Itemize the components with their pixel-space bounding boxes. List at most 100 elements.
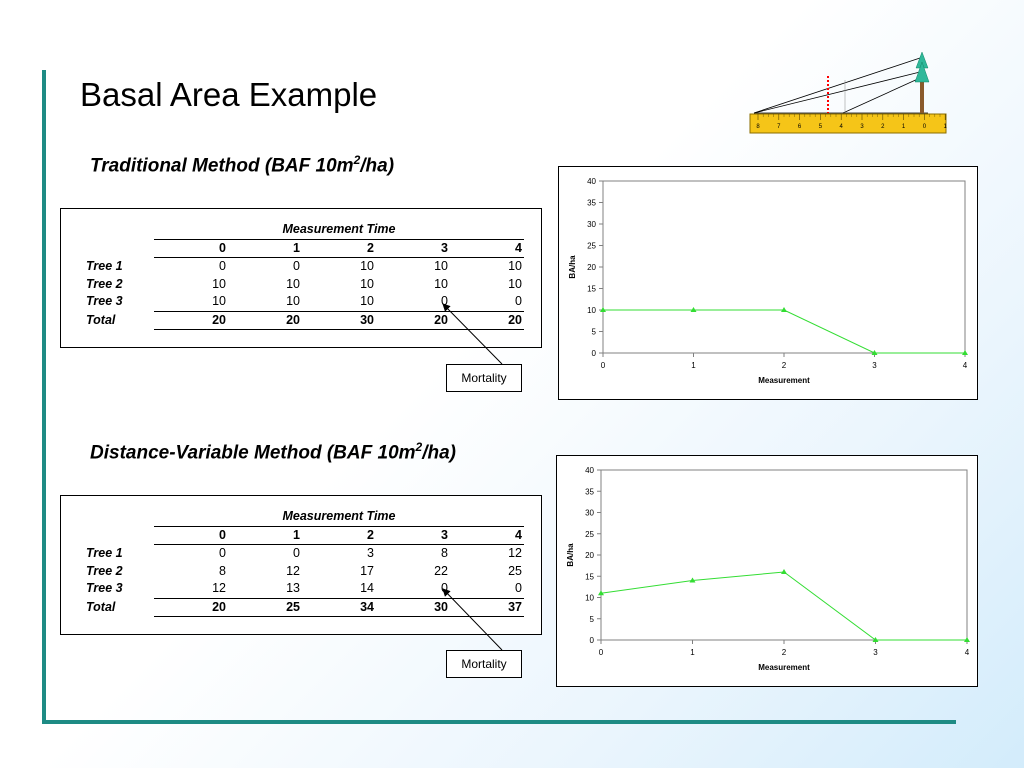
y-tick-label: 0 bbox=[592, 349, 597, 358]
sight-line-3 bbox=[842, 77, 921, 114]
table-total-row: Total 20 20 30 20 20 bbox=[86, 310, 524, 330]
x-tick-label: 1 bbox=[691, 361, 696, 370]
mortality-callout: Mortality bbox=[446, 364, 522, 392]
table-cell: 10 bbox=[434, 276, 448, 291]
table-cell: 0 bbox=[515, 294, 522, 308]
table-row: Tree 1 0 0 10 10 10 bbox=[86, 258, 524, 276]
table-cell: 13 bbox=[286, 581, 300, 595]
sight-line-2 bbox=[753, 71, 921, 114]
y-axis-label: BA/ha bbox=[568, 255, 577, 279]
data-point bbox=[871, 350, 878, 355]
subtitle-text: Traditional Method (BAF 10m bbox=[90, 155, 354, 177]
x-tick-label: 3 bbox=[873, 648, 878, 657]
y-tick-label: 15 bbox=[587, 285, 596, 294]
table-cell: 12 bbox=[212, 581, 226, 595]
ruler-tick-label: 1 bbox=[902, 124, 906, 130]
data-point bbox=[689, 577, 696, 583]
table-row: Tree 1 0 0 3 8 12 bbox=[86, 545, 524, 563]
row-label: Tree 3 bbox=[86, 294, 123, 309]
x-tick-label: 0 bbox=[601, 361, 606, 370]
data-point bbox=[598, 590, 604, 596]
table-columns-row: 0 1 2 3 4 bbox=[86, 239, 524, 258]
data-point bbox=[962, 350, 968, 355]
x-tick-label: 0 bbox=[599, 648, 604, 657]
plot-area bbox=[600, 469, 968, 641]
column-header: 4 bbox=[450, 239, 524, 258]
total-cell: 20 bbox=[376, 310, 450, 330]
ruler-tick-label: 5 bbox=[819, 124, 823, 130]
series-line bbox=[600, 571, 967, 641]
y-tick-label: 40 bbox=[587, 177, 596, 186]
y-tick-label: 25 bbox=[585, 530, 594, 539]
total-cell: 30 bbox=[376, 597, 450, 617]
table-cell: 8 bbox=[441, 546, 448, 560]
y-tick-label: 35 bbox=[585, 487, 594, 496]
table-cell: 25 bbox=[508, 563, 522, 578]
table-cell: 12 bbox=[508, 546, 522, 560]
y-tick-label: 10 bbox=[585, 594, 594, 603]
ruler-tick-label: 1 bbox=[944, 124, 948, 130]
subtitle-superscript: 2 bbox=[353, 153, 361, 167]
table-header-row: Measurement Time bbox=[86, 221, 524, 240]
y-tick-label: 15 bbox=[585, 572, 594, 581]
row-label: Total bbox=[86, 599, 116, 614]
total-cell: 20 bbox=[154, 310, 228, 330]
data-point bbox=[781, 307, 787, 312]
ruler-tick-label: 7 bbox=[777, 124, 781, 130]
y-tick-label: 25 bbox=[587, 242, 596, 251]
y-tick-label: 40 bbox=[585, 466, 594, 475]
total-cell: 20 bbox=[228, 310, 302, 330]
ruler-tick-label: 3 bbox=[860, 124, 864, 130]
series-line bbox=[603, 309, 965, 354]
x-axis-label: Measurement bbox=[758, 663, 810, 672]
table-cell: 10 bbox=[360, 276, 374, 291]
x-tick-label: 2 bbox=[782, 648, 787, 657]
table-row: Tree 2 8 12 17 22 25 bbox=[86, 563, 524, 581]
ruler-tick-label: 2 bbox=[881, 124, 885, 130]
table-cell: 0 bbox=[219, 546, 226, 560]
total-cell: 25 bbox=[228, 597, 302, 617]
table-cell: 0 bbox=[515, 581, 522, 595]
table-cell: 3 bbox=[367, 546, 374, 560]
table-cell: 0 bbox=[293, 259, 300, 273]
subtitle-distance-variable: Distance-Variable Method (BAF 10m2/ha) bbox=[90, 440, 456, 464]
row-label: Tree 1 bbox=[86, 258, 123, 273]
table-cell: 10 bbox=[434, 259, 448, 273]
y-tick-label: 30 bbox=[587, 220, 596, 229]
row-label: Tree 3 bbox=[86, 581, 123, 596]
y-tick-label: 5 bbox=[590, 615, 595, 624]
column-header: 1 bbox=[228, 239, 302, 258]
table-cell: 8 bbox=[219, 563, 226, 578]
ruler-tick-label: 0 bbox=[923, 124, 927, 130]
x-tick-label: 4 bbox=[965, 648, 970, 657]
table-header: Measurement Time bbox=[154, 221, 524, 240]
table-header: Measurement Time bbox=[154, 508, 524, 527]
ruler-tick-label: 4 bbox=[840, 124, 844, 130]
y-tick-label: 5 bbox=[592, 328, 597, 337]
column-header: 2 bbox=[302, 239, 376, 258]
table-cell: 10 bbox=[286, 294, 300, 308]
table-cell: 14 bbox=[360, 581, 374, 595]
subtitle-traditional: Traditional Method (BAF 10m2/ha) bbox=[90, 153, 394, 177]
data-point bbox=[690, 307, 697, 312]
table-cell: 10 bbox=[360, 259, 374, 273]
total-cell: 37 bbox=[450, 597, 524, 617]
table-cell: 10 bbox=[286, 276, 300, 291]
column-header: 0 bbox=[154, 526, 228, 545]
subtitle-text: Distance-Variable Method (BAF 10m bbox=[90, 442, 416, 464]
x-tick-label: 4 bbox=[963, 361, 968, 370]
ruler-tick-label: 8 bbox=[756, 124, 760, 130]
y-tick-label: 0 bbox=[590, 636, 595, 645]
total-cell: 20 bbox=[154, 597, 228, 617]
table-cell: 12 bbox=[286, 563, 300, 578]
table-columns-row: 0 1 2 3 4 bbox=[86, 526, 524, 545]
table-cell: 0 bbox=[219, 259, 226, 273]
table-cell: 10 bbox=[212, 294, 226, 308]
table-row: Tree 2 10 10 10 10 10 bbox=[86, 276, 524, 294]
table-cell: 0 bbox=[441, 581, 448, 595]
x-tick-label: 3 bbox=[872, 361, 877, 370]
